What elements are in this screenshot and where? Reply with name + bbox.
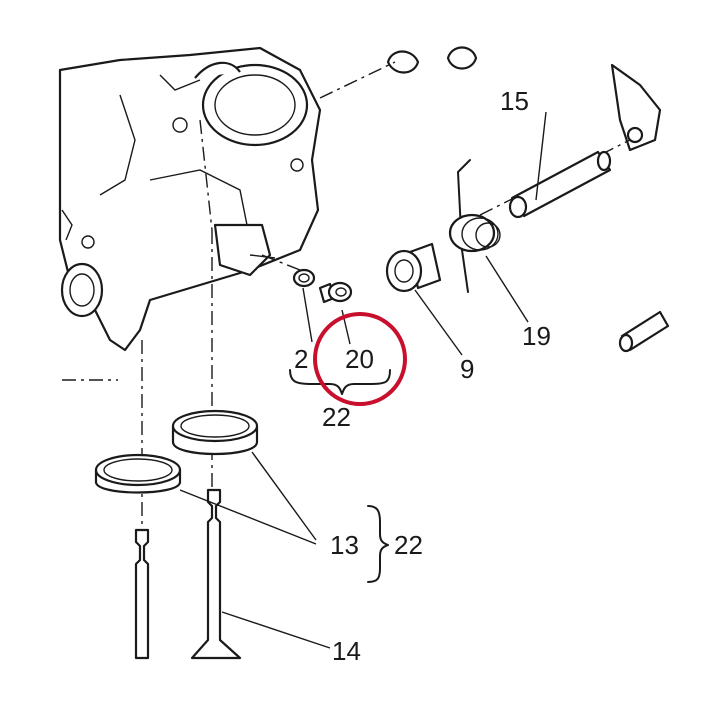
- leader-lines: [179, 111, 547, 649]
- upper-fragment-parts: [386, 46, 662, 152]
- label-20: 20: [345, 344, 374, 374]
- cylinder-head-casting: [58, 46, 322, 352]
- valve-right: [190, 488, 242, 660]
- label-22-valve-seats: 22: [394, 530, 423, 560]
- highlight-circle: [313, 312, 407, 406]
- valve-seat-ring-left: [94, 453, 182, 494]
- label-14: 14: [332, 636, 361, 666]
- brace-right-13: [367, 505, 389, 583]
- label-2: 2: [294, 344, 308, 374]
- label-19: 19: [522, 321, 551, 351]
- shaft-part-15: [508, 150, 612, 219]
- pin-fragment: [618, 310, 670, 353]
- valve-left: [134, 528, 150, 660]
- valve-seat-ring-right: [171, 409, 259, 456]
- label-15: 15: [500, 86, 529, 116]
- spring-part-19: [448, 159, 501, 293]
- label-9: 9: [460, 354, 474, 384]
- label-13: 13: [330, 530, 359, 560]
- label-22-group: 22: [322, 402, 351, 432]
- brace-bottom-2-20: [289, 369, 391, 395]
- washer-part-2: [292, 268, 316, 288]
- bushing-part-9: [385, 242, 442, 293]
- screw-part-20: [318, 281, 353, 304]
